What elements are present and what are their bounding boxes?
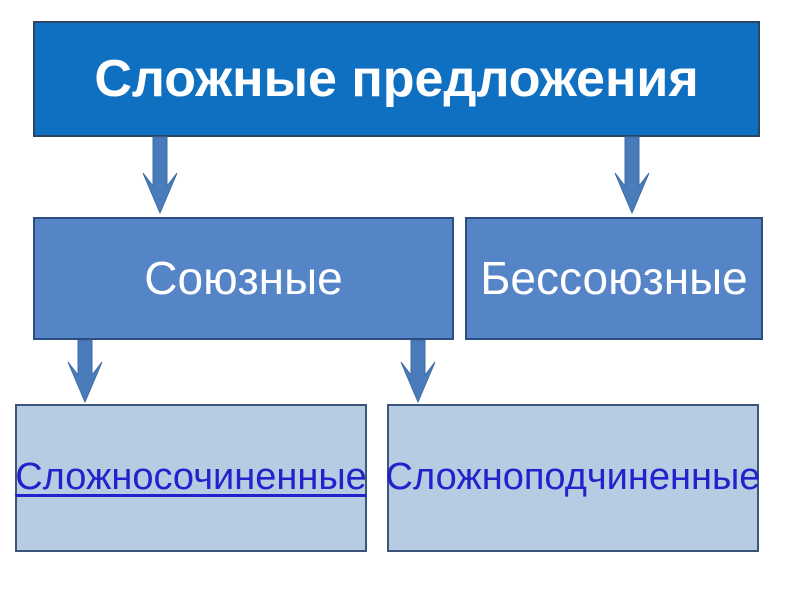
node-slozhnopodchinennye-label: Сложноподчиненные: [385, 456, 761, 499]
node-soyuznye: Союзные: [33, 217, 454, 340]
node-bessoyuznye: Бессоюзные: [465, 217, 763, 340]
node-complex-sentences: Сложные предложения: [33, 21, 760, 137]
arrow-title-to-soyuznye-icon: [142, 136, 178, 215]
node-bessoyuznye-label: Бессоюзные: [480, 252, 748, 305]
node-slozhnopodchinennye: Сложноподчиненные: [385, 404, 761, 552]
arrow-soyuznye-to-slozhnopodchinennye-icon: [400, 339, 436, 404]
arrow-soyuznye-to-slozhnosochinennye-icon: [67, 339, 103, 404]
node-slozhnosochinennye-link[interactable]: Сложносочиненные: [15, 456, 367, 499]
node-soyuznye-label: Союзные: [144, 252, 343, 305]
node-slozhnosochinennye: Сложносочиненные: [15, 404, 367, 552]
arrow-title-to-bessoyuznye-icon: [614, 136, 650, 215]
node-complex-sentences-label: Сложные предложения: [94, 49, 699, 108]
